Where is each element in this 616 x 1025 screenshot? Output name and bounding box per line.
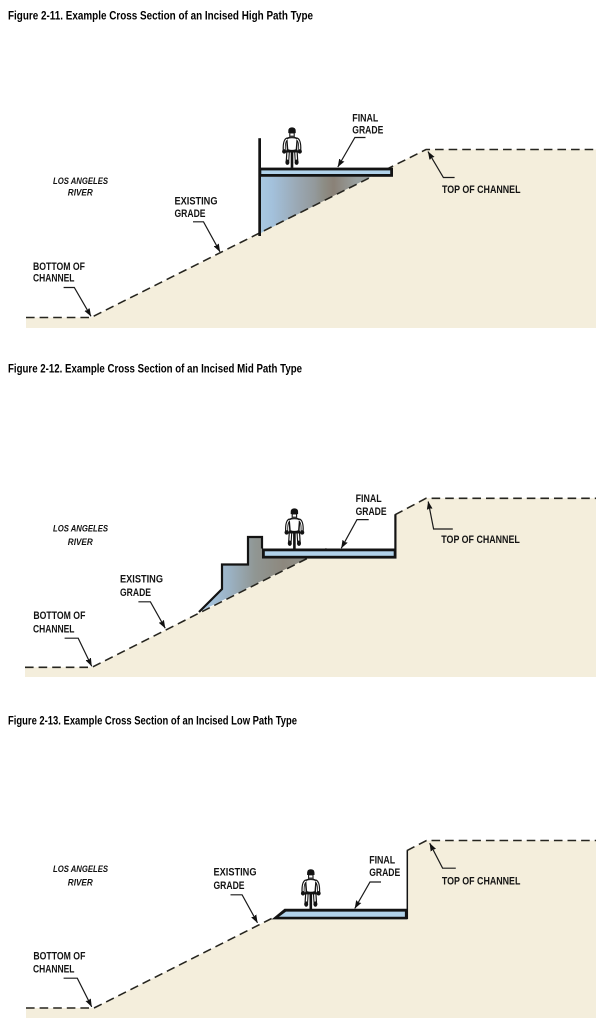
svg-text:GRADE: GRADE [175, 208, 206, 220]
svg-text:BOTTOM OF: BOTTOM OF [33, 261, 85, 273]
svg-text:TOP OF CHANNEL: TOP OF CHANNEL [442, 876, 521, 888]
svg-text:RIVER: RIVER [68, 537, 93, 548]
svg-text:GRADE: GRADE [352, 125, 383, 137]
svg-text:Figure 2-13. Example Cross Sec: Figure 2-13. Example Cross Section of an… [8, 716, 297, 728]
svg-text:RIVER: RIVER [68, 187, 93, 198]
svg-text:FINAL: FINAL [352, 112, 378, 124]
svg-text:EXISTING: EXISTING [120, 574, 163, 586]
svg-text:LOS ANGELES: LOS ANGELES [53, 864, 109, 875]
svg-text:LOS ANGELES: LOS ANGELES [53, 524, 109, 535]
svg-text:RIVER: RIVER [68, 878, 93, 889]
svg-text:FINAL: FINAL [356, 493, 382, 505]
svg-text:Figure 2-12. Example Cross Sec: Figure 2-12. Example Cross Section of an… [8, 364, 302, 376]
svg-text:CHANNEL: CHANNEL [33, 624, 75, 636]
svg-text:LOS ANGELES: LOS ANGELES [53, 176, 109, 187]
svg-text:FINAL: FINAL [369, 855, 395, 867]
svg-text:GRADE: GRADE [369, 867, 400, 879]
svg-text:TOP OF CHANNEL: TOP OF CHANNEL [441, 534, 520, 546]
svg-text:CHANNEL: CHANNEL [33, 272, 75, 284]
svg-text:GRADE: GRADE [356, 506, 387, 518]
svg-text:EXISTING: EXISTING [175, 196, 218, 208]
svg-text:GRADE: GRADE [214, 880, 245, 892]
svg-text:BOTTOM OF: BOTTOM OF [33, 951, 85, 963]
svg-text:GRADE: GRADE [120, 587, 151, 599]
svg-text:EXISTING: EXISTING [214, 867, 257, 879]
svg-text:TOP OF CHANNEL: TOP OF CHANNEL [442, 184, 521, 196]
svg-text:Figure 2-11. Example Cross Sec: Figure 2-11. Example Cross Section of an… [8, 10, 313, 22]
svg-text:CHANNEL: CHANNEL [33, 964, 75, 976]
svg-text:BOTTOM OF: BOTTOM OF [33, 610, 85, 622]
